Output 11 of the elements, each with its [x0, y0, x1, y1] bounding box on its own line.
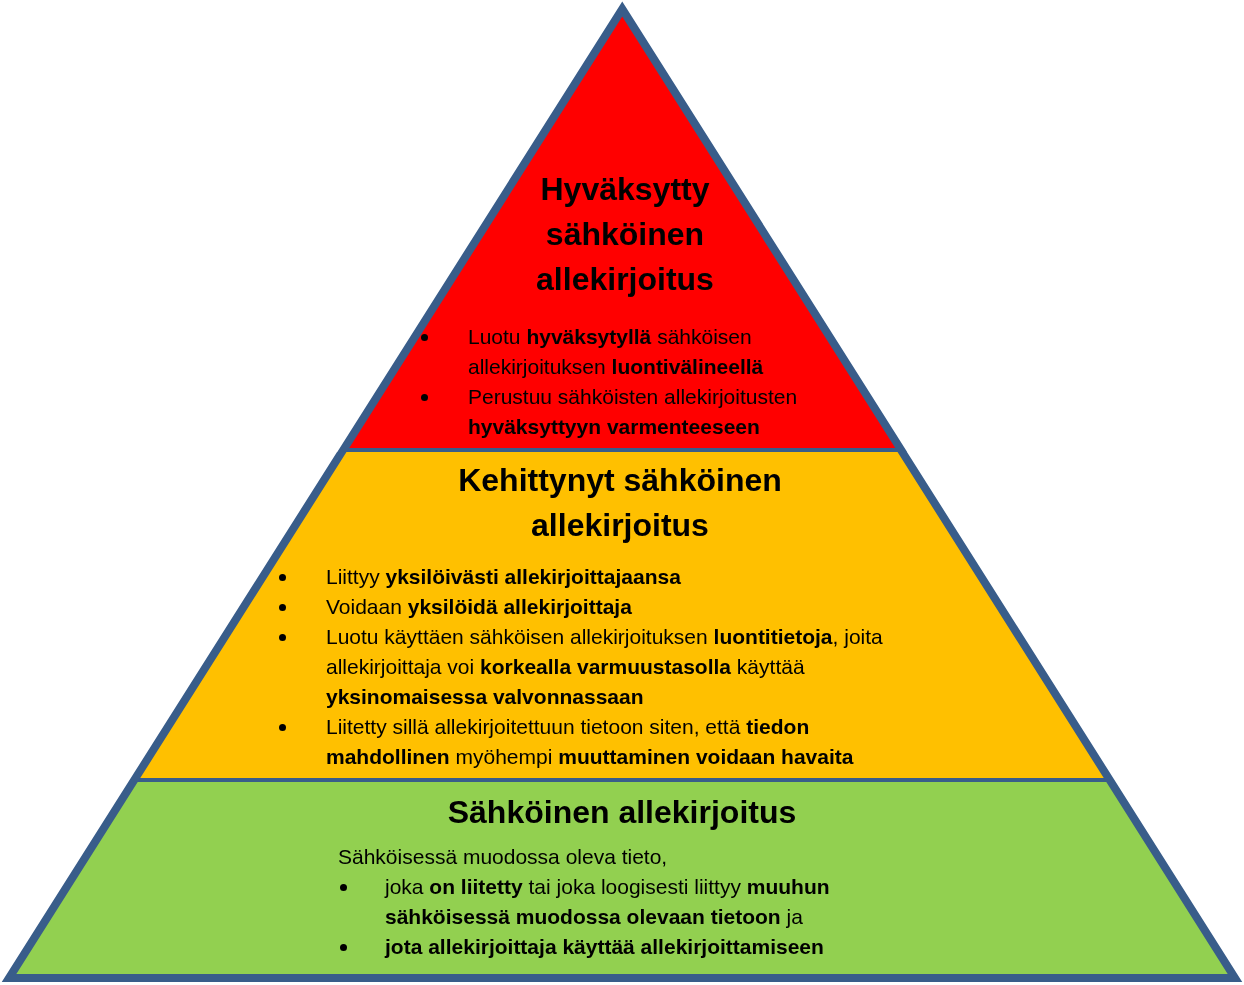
bullet-text: Voidaan yksilöidä allekirjoittaja: [326, 594, 633, 620]
bullet-text: Perustuu sähköisten allekirjoitusten hyväksyttyyn varmenteeseen: [468, 384, 799, 440]
intro-text: Sähköisessä muodossa oleva tieto,: [338, 844, 668, 870]
tier-heading: Sähköinen allekirjoitus: [446, 793, 798, 832]
bullet-text: jota allekirjoittaja käyttää allekirjoittamiseen: [385, 934, 825, 960]
tier-heading: Kehittynyt sähköinen allekirjoitus: [457, 461, 783, 545]
pyramid-base-tier: [0, 782, 1244, 985]
bullet-text: Liittyy yksilöivästi allekirjoittajaansa: [326, 564, 682, 590]
bullet-text: Liitetty sillä allekirjoitettuun tietoon siten, että tiedon mahdollinen myöhempi muuttaminen voidaan havaita: [326, 714, 855, 770]
bullet-text: Luotu hyväksytyllä sähköisen allekirjoituksen luontivälineellä: [468, 324, 765, 380]
tier-heading: Hyväksytty sähköinen allekirjoitus: [535, 170, 715, 299]
